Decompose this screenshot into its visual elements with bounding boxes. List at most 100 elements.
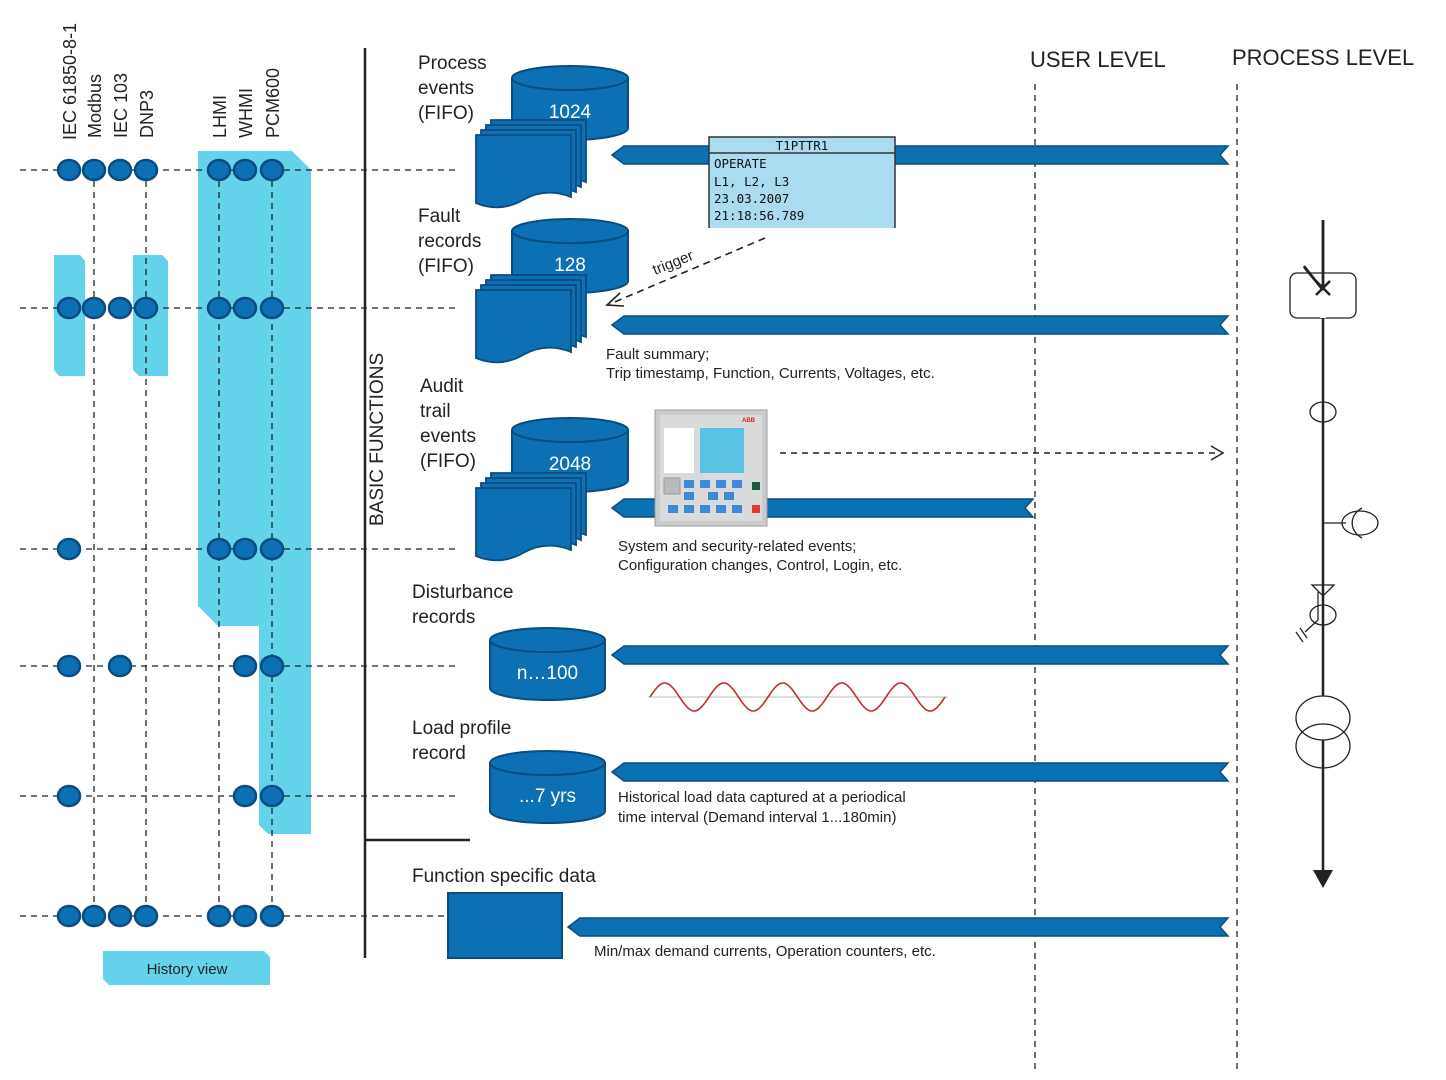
connection-dot xyxy=(259,296,285,320)
protocol-label: WHMI xyxy=(236,88,256,138)
cylinder-top xyxy=(511,65,629,91)
device-button xyxy=(684,480,694,488)
cylinder-top xyxy=(489,750,606,776)
connection-dot xyxy=(259,654,285,678)
process-level-label: PROCESS LEVEL xyxy=(1232,45,1414,70)
power-transformer-winding-1 xyxy=(1295,695,1351,741)
fault-label-1: Fault xyxy=(418,206,461,227)
data-flow-band xyxy=(610,145,1230,165)
protocol-label: IEC 61850-8-1 xyxy=(60,23,80,140)
protocol-label: LHMI xyxy=(210,95,230,138)
record-labels: Process events (FIFO) Fault records (FIF… xyxy=(412,53,596,887)
audit-label-4: (FIFO) xyxy=(420,451,476,472)
process-label-2: events xyxy=(418,78,474,99)
lcd-line-4: 21:18:56.789 xyxy=(714,208,804,223)
connection-dot xyxy=(81,158,107,182)
history-view-label: History view xyxy=(147,961,228,978)
device-button xyxy=(700,505,710,513)
connection-dot xyxy=(133,296,159,320)
earthing-switch-icon xyxy=(1295,584,1336,643)
load-profile-storage: ...7 yrs xyxy=(489,750,606,824)
connection-dot xyxy=(259,158,285,182)
protocol-label: Modbus xyxy=(85,74,105,138)
data-flow-band xyxy=(610,762,1230,782)
capacity-label: 1024 xyxy=(549,102,592,123)
lcd-line-3: 23.03.2007 xyxy=(714,191,789,206)
storage-shapes: 1024 128 2048 n…100 ...7 yrs xyxy=(447,65,629,959)
voltage-transformer-icon xyxy=(1309,604,1337,626)
connection-dot xyxy=(81,904,107,928)
data-flow-band xyxy=(610,315,1230,335)
connection-dot xyxy=(133,158,159,182)
connection-dot xyxy=(107,654,133,678)
capacity-label: 2048 xyxy=(549,454,591,475)
connection-dot xyxy=(56,537,82,561)
fault-label-2: records xyxy=(418,231,481,252)
capacity-label: ...7 yrs xyxy=(519,786,576,807)
device-button xyxy=(668,505,678,513)
current-transformer-icon xyxy=(1309,401,1337,423)
function-caption: Min/max demand currents, Operation count… xyxy=(594,943,936,960)
audit-caption-1: System and security-related events; xyxy=(618,538,856,555)
ied-device-image: ABB xyxy=(654,409,768,527)
audit-label-3: events xyxy=(420,426,476,447)
basic-functions-label: BASIC FUNCTIONS xyxy=(367,353,388,526)
captions: Fault summary; Trip timestamp, Function,… xyxy=(594,346,936,960)
audit-label-2: trail xyxy=(420,401,451,422)
connection-dot xyxy=(56,296,82,320)
connection-dot xyxy=(56,784,82,808)
capacity-label: 128 xyxy=(554,255,586,276)
disturbance-records-storage: n…100 xyxy=(489,627,606,701)
device-button xyxy=(684,505,694,513)
connection-dot xyxy=(259,784,285,808)
power-transformer-winding-2 xyxy=(1295,723,1351,769)
trigger-arrow: trigger xyxy=(605,237,766,307)
device-button xyxy=(732,505,742,513)
connection-dot xyxy=(232,654,258,678)
fault-label-3: (FIFO) xyxy=(418,256,474,277)
protocol-grid xyxy=(20,158,460,928)
load-caption-1: Historical load data captured at a perio… xyxy=(618,789,906,806)
device-button xyxy=(732,480,742,488)
audit-events-pages xyxy=(475,472,587,562)
device-button xyxy=(716,505,726,513)
connection-dot xyxy=(232,296,258,320)
process-events-pages xyxy=(475,119,587,209)
lcd-line-2: L1, L2, L3 xyxy=(714,174,789,189)
connection-dot xyxy=(81,296,107,320)
lcd-line-1: OPERATE xyxy=(714,156,767,171)
single-line-diagram xyxy=(1289,220,1379,888)
fault-records-pages xyxy=(475,274,587,364)
cylinder-top xyxy=(511,417,629,443)
connection-dot xyxy=(206,537,232,561)
connection-dot xyxy=(107,296,133,320)
audit-label-1: Audit xyxy=(420,376,464,397)
connection-dot xyxy=(107,904,133,928)
connection-dot xyxy=(56,904,82,928)
protocol-label: IEC 103 xyxy=(111,73,131,138)
function-label: Function specific data xyxy=(412,866,596,887)
load-label-2: record xyxy=(412,743,466,764)
protocol-label: PCM600 xyxy=(263,68,283,138)
function-data-block xyxy=(447,892,563,959)
audit-caption-2: Configuration changes, Control, Login, e… xyxy=(618,557,902,574)
capacity-label: n…100 xyxy=(517,663,578,684)
process-label-3: (FIFO) xyxy=(418,103,474,124)
event-page xyxy=(475,487,572,562)
connection-dot xyxy=(206,296,232,320)
cylinder-body xyxy=(489,639,606,701)
lhmi-whmi-pcm600-area xyxy=(198,151,311,834)
connection-dot xyxy=(133,904,159,928)
device-button xyxy=(700,480,710,488)
connection-dot xyxy=(232,537,258,561)
history-view-box xyxy=(103,951,270,985)
connection-dot xyxy=(232,784,258,808)
connection-dot xyxy=(259,537,285,561)
load-caption-2: time interval (Demand interval 1...180mi… xyxy=(618,809,896,826)
cylinder-top xyxy=(489,627,606,653)
lcd-title: T1PTTR1 xyxy=(776,138,829,153)
fault-caption-2: Trip timestamp, Function, Currents, Volt… xyxy=(606,365,935,382)
device-button xyxy=(724,492,734,500)
